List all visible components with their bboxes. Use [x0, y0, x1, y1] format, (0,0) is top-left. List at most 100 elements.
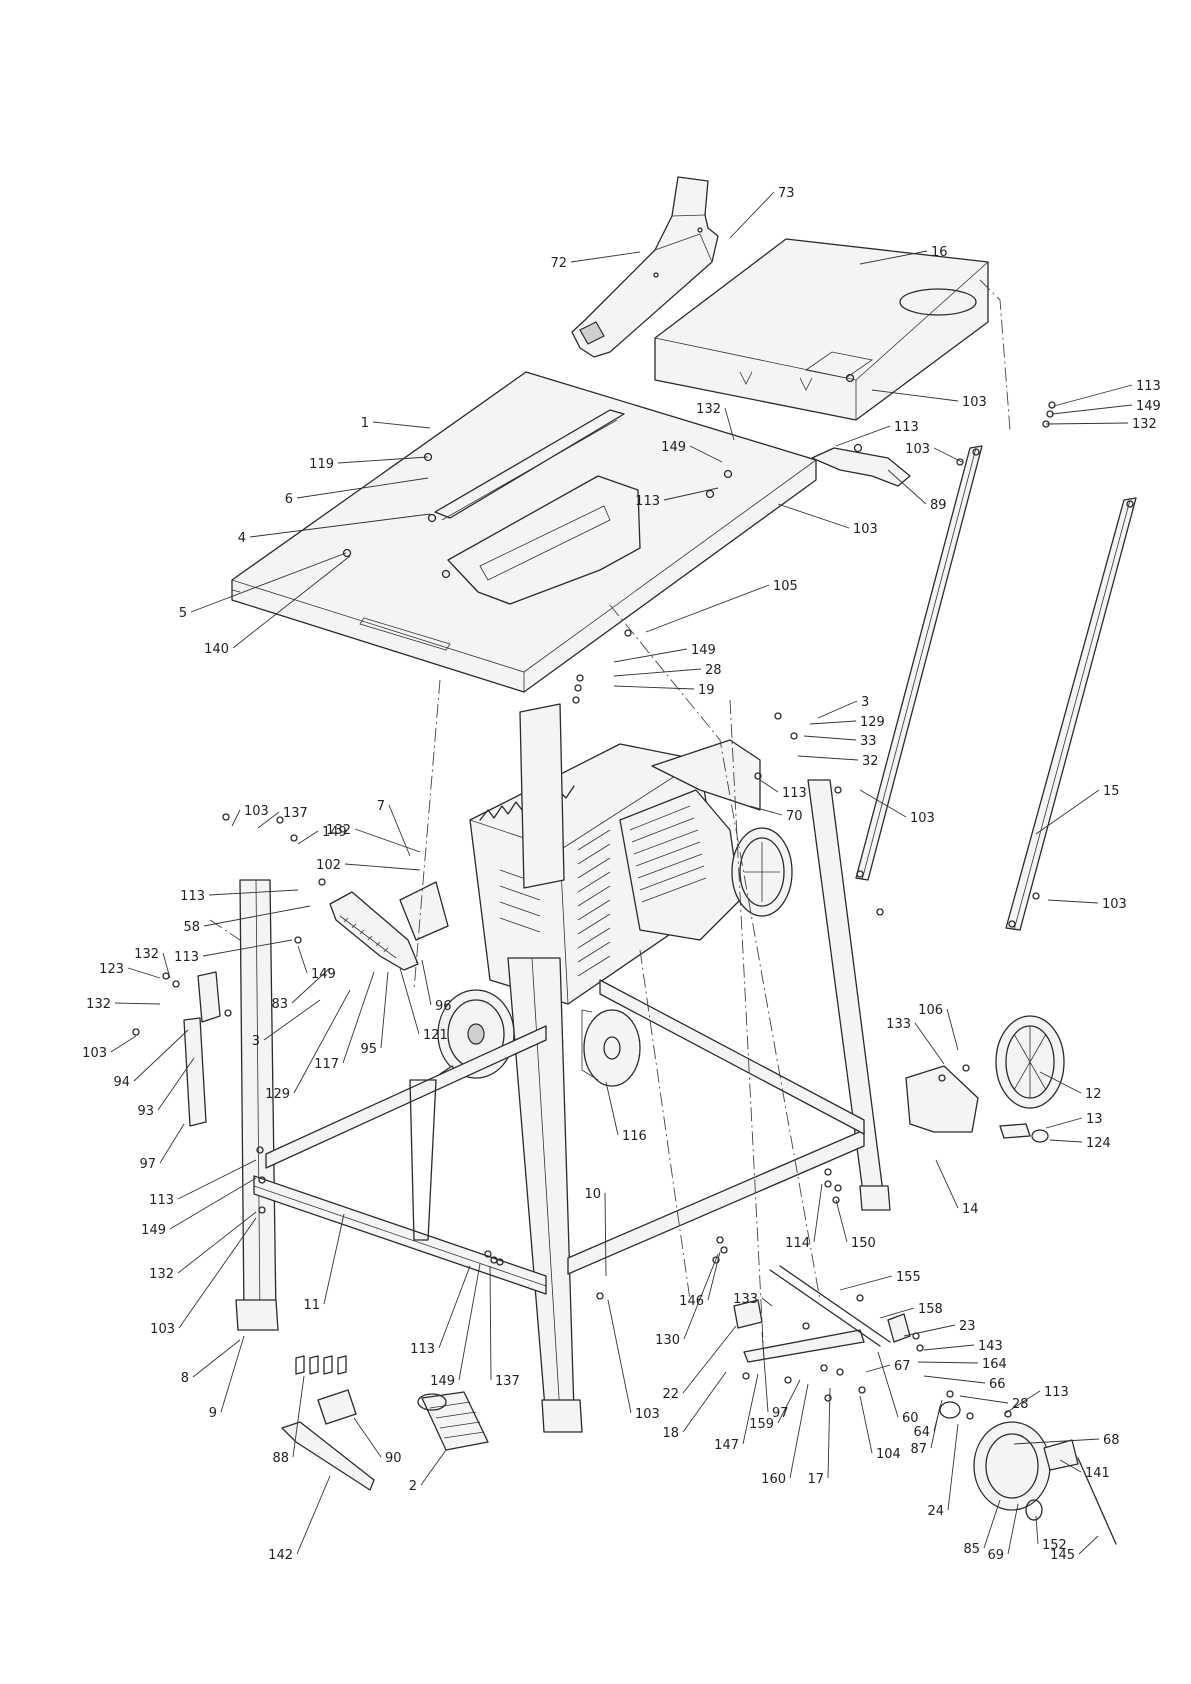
- leader-line: [859, 789, 907, 818]
- tilt-quadrant: [329, 881, 449, 971]
- part-callout-152: 152: [1042, 1538, 1067, 1553]
- part-callout-19: 19: [698, 683, 715, 698]
- leader-line: [257, 811, 280, 829]
- leader-line: [458, 1263, 481, 1381]
- leader-line: [903, 1324, 956, 1337]
- leader-line: [604, 1192, 607, 1277]
- leader-line: [777, 503, 850, 529]
- part-callout-5: 5: [179, 606, 187, 621]
- leader-line: [923, 1344, 975, 1351]
- part-callout-103: 103: [853, 522, 878, 537]
- leader-line: [879, 1307, 915, 1319]
- leader-line: [759, 779, 779, 793]
- part-callout-113: 113: [782, 786, 807, 801]
- part-callout-158: 158: [918, 1302, 943, 1317]
- leader-line: [835, 1199, 848, 1243]
- leader-line: [1045, 422, 1129, 425]
- leader-line: [613, 685, 695, 690]
- support-bar-upper: [855, 445, 983, 881]
- part-callout-22: 22: [662, 1387, 679, 1402]
- leader-line: [421, 959, 432, 1006]
- leader-line: [839, 1275, 893, 1291]
- part-callout-7: 7: [377, 799, 385, 814]
- part-callout-6: 6: [285, 492, 293, 507]
- leader-line: [707, 1251, 721, 1301]
- leader-line: [297, 830, 319, 845]
- leader-line: [865, 1364, 891, 1373]
- part-callout-103: 103: [962, 395, 987, 410]
- part-callout-93: 93: [137, 1104, 154, 1119]
- part-callout-132: 132: [86, 997, 111, 1012]
- leader-line: [761, 1297, 773, 1307]
- part-callout-28: 28: [1012, 1397, 1029, 1412]
- leader-line: [914, 1022, 945, 1065]
- part-callout-103: 103: [905, 442, 930, 457]
- ventilation-slots: [499, 829, 611, 977]
- part-callout-150: 150: [851, 1236, 876, 1251]
- part-callout-89: 89: [930, 498, 947, 513]
- leader-line: [1013, 1438, 1100, 1445]
- part-callout-103: 103: [1102, 897, 1127, 912]
- leader-line: [813, 1183, 823, 1243]
- loose-accessories: [281, 1355, 489, 1491]
- part-callout-147: 147: [714, 1438, 739, 1453]
- part-callout-11: 11: [303, 1298, 320, 1313]
- part-callout-95: 95: [360, 1042, 377, 1057]
- part-callout-2: 2: [409, 1479, 417, 1494]
- leader-line: [871, 389, 959, 402]
- leader-line: [959, 1395, 1009, 1404]
- leader-line: [192, 1339, 241, 1378]
- part-callout-149: 149: [141, 1223, 166, 1238]
- part-callout-113: 113: [410, 1342, 435, 1357]
- leader-line: [354, 828, 421, 853]
- leader-line: [859, 1395, 873, 1454]
- part-callout-3: 3: [861, 695, 869, 710]
- leader-line: [110, 1035, 137, 1053]
- leader-line: [249, 513, 431, 538]
- part-callout-137: 137: [495, 1374, 520, 1389]
- leader-line: [1047, 899, 1099, 904]
- leader-line: [177, 1159, 257, 1200]
- leader-line: [835, 425, 891, 447]
- part-callout-133: 133: [886, 1017, 911, 1032]
- leader-line: [1045, 1117, 1083, 1129]
- part-callout-23: 23: [959, 1319, 976, 1334]
- leader-line: [296, 477, 429, 499]
- leader-line: [917, 1361, 979, 1364]
- part-callout-123: 123: [99, 962, 124, 977]
- leader-line: [203, 905, 311, 927]
- pulley: [581, 1009, 641, 1087]
- part-callout-132: 132: [696, 402, 721, 417]
- part-callout-155: 155: [896, 1270, 921, 1285]
- part-callout-140: 140: [204, 642, 229, 657]
- blade-guard-hood: [571, 176, 719, 358]
- leader-line: [342, 971, 375, 1064]
- leader-line: [797, 755, 859, 761]
- leader-line: [1003, 1390, 1041, 1415]
- leader-line: [1035, 789, 1100, 835]
- part-callout-88: 88: [272, 1451, 289, 1466]
- part-callout-16: 16: [931, 245, 948, 260]
- part-callout-1: 1: [361, 416, 369, 431]
- leader-line: [923, 1375, 986, 1384]
- part-callout-145: 145: [1050, 1548, 1075, 1563]
- part-callout-149: 149: [311, 967, 336, 982]
- motor-cooling-fins: [629, 805, 707, 903]
- leader-line: [372, 421, 431, 429]
- part-callout-103: 103: [82, 1046, 107, 1061]
- leader-line: [682, 1371, 727, 1433]
- callout-labels: 7372161031131491321132119149113611310389…: [82, 186, 1161, 1563]
- leader-line: [742, 1373, 759, 1445]
- part-callout-114: 114: [785, 1236, 810, 1251]
- leader-line: [489, 1265, 492, 1381]
- leader-line: [1059, 1459, 1082, 1473]
- part-callout-14: 14: [962, 1202, 979, 1217]
- leader-line: [809, 720, 857, 725]
- wheel-assembly: [905, 1015, 1065, 1143]
- part-callout-68: 68: [1103, 1433, 1120, 1448]
- leader-line: [208, 889, 299, 896]
- leader-line: [605, 1081, 619, 1136]
- part-callout-146: 146: [679, 1294, 704, 1309]
- leader-line: [887, 469, 927, 505]
